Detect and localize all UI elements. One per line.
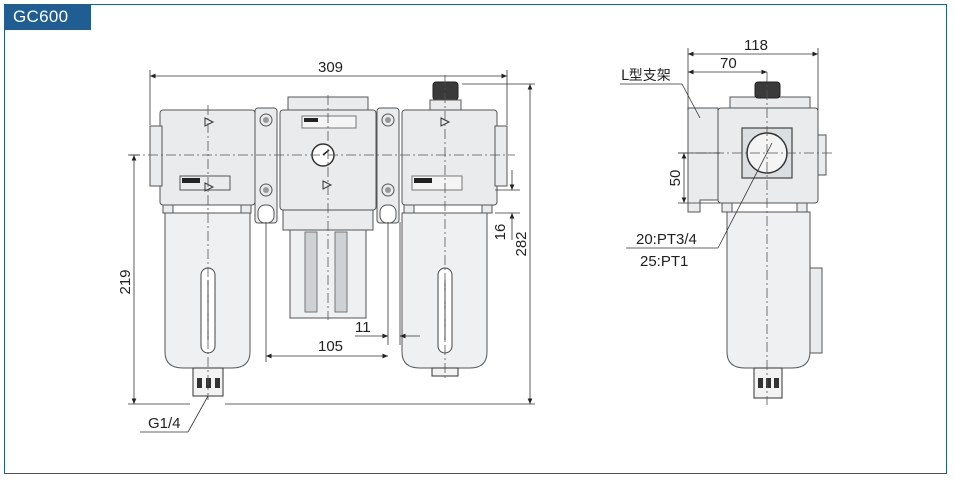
oil-cap-icon: [432, 81, 459, 101]
bracket-label: L型支架: [621, 68, 671, 84]
side-bowl: [726, 211, 811, 369]
l-bracket: [687, 107, 719, 213]
port-label-1: 20:PT3/4: [636, 231, 697, 248]
dim-11: 11: [355, 319, 371, 336]
dim-105: 105: [318, 338, 343, 355]
drawing-frame: [4, 4, 947, 474]
model-tag: GC600: [4, 4, 91, 30]
dim-309: 309: [318, 59, 343, 76]
port-label-2: 25:PT1: [640, 253, 688, 270]
dim-70: 70: [720, 55, 737, 72]
front-view: 309 219 282 16 11 105 G1/4: [117, 59, 535, 433]
dim-282: 282: [513, 231, 530, 256]
dim-16: 16: [492, 224, 509, 241]
dim-219: 219: [117, 269, 134, 294]
side-view: 118 70 50 L型支架 20:PT3/4 25:PT1: [620, 37, 835, 405]
dim-118: 118: [744, 37, 768, 54]
dim-50: 50: [667, 170, 684, 187]
drain-port-label: G1/4: [148, 415, 181, 432]
lubricator-body: [401, 109, 498, 206]
